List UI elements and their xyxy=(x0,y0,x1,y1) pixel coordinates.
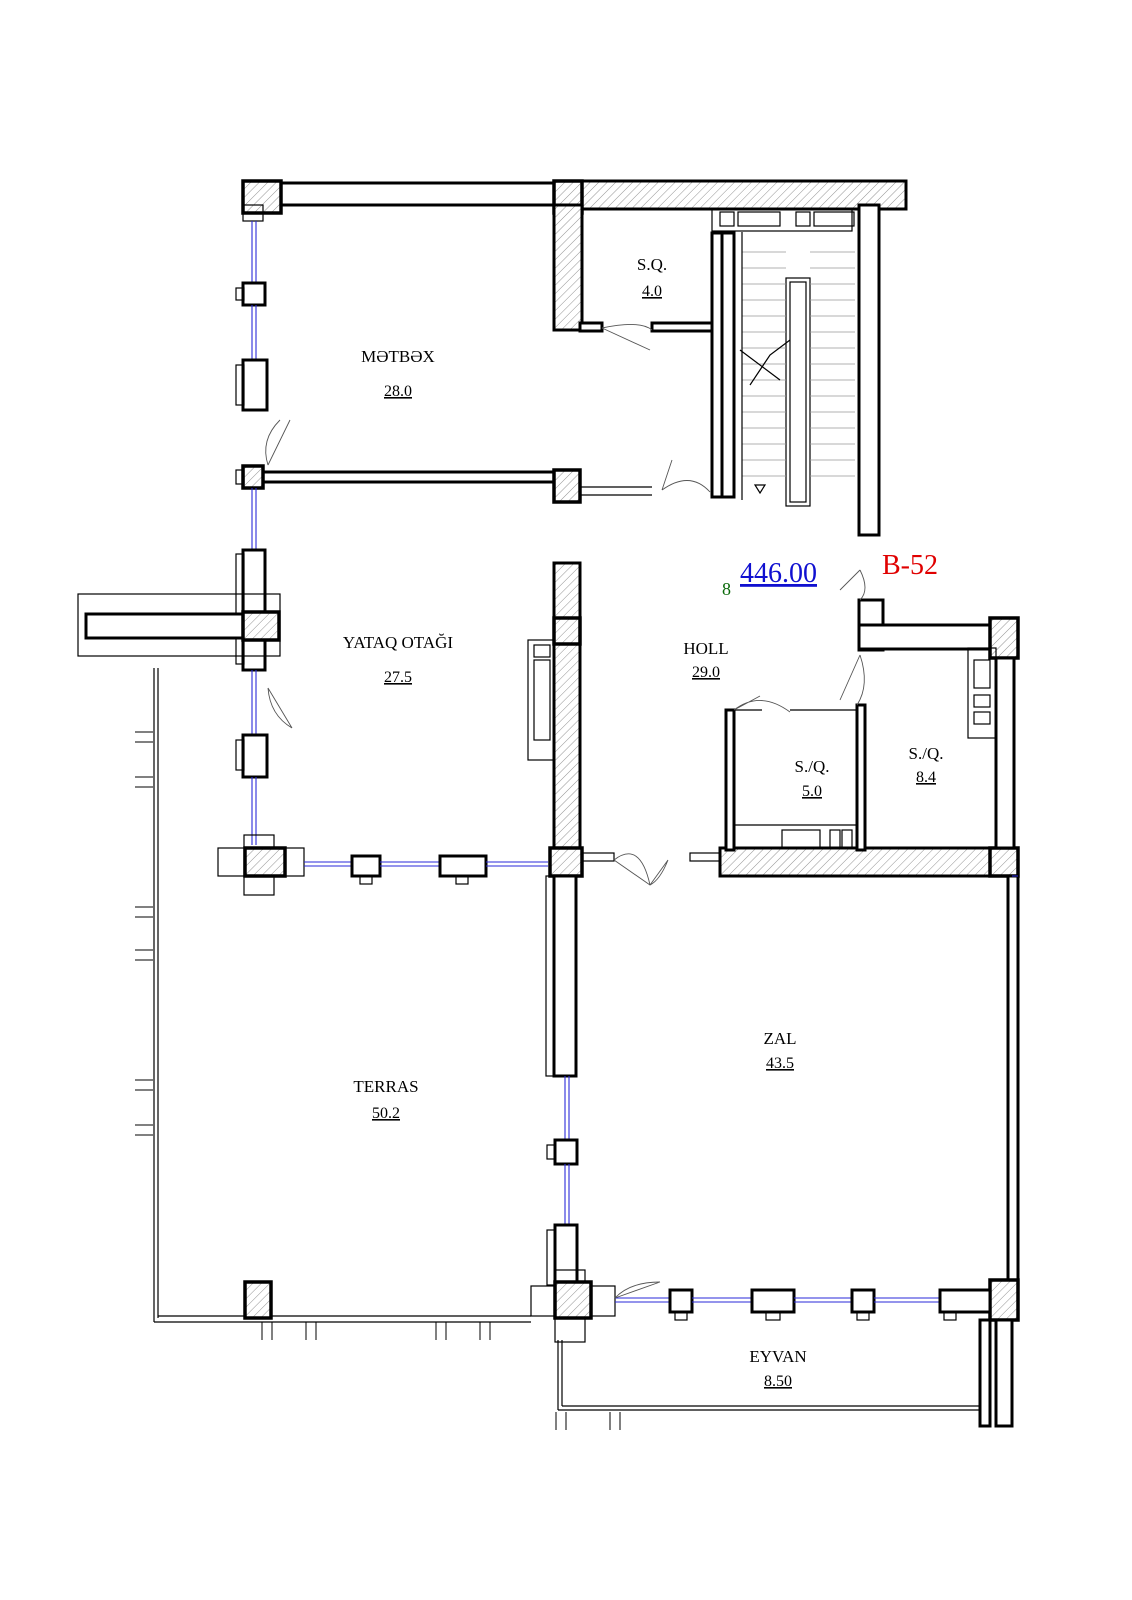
room-area-zal: 43.5 xyxy=(766,1055,794,1072)
room-area-bath-small: 5.0 xyxy=(802,783,822,800)
zal-right-wall xyxy=(978,874,1020,1428)
left-facade xyxy=(77,204,281,845)
room-label-bath-large: S./Q. xyxy=(909,744,944,763)
room-area-terrace: 50.2 xyxy=(372,1105,400,1122)
room-area-sq: 4.0 xyxy=(642,283,662,300)
room-area-balcony: 8.50 xyxy=(764,1373,792,1390)
room-area-bath-large: 8.4 xyxy=(916,769,936,786)
room-label-balcony: EYVAN xyxy=(749,1347,806,1366)
balcony-facade xyxy=(530,1269,992,1411)
door-swings xyxy=(265,324,866,1299)
room-label-kitchen: MƏTBƏX xyxy=(361,347,435,366)
room-label-sq: S.Q. xyxy=(637,255,667,274)
block-code: B-52 xyxy=(882,550,938,581)
elevation-mark: 446.00 xyxy=(740,558,817,589)
room-label-terrace: TERRAS xyxy=(353,1077,418,1096)
exterior-walls xyxy=(241,179,908,537)
room-area-holl: 29.0 xyxy=(692,664,720,681)
room-label-bedroom: YATAQ OTAĞI xyxy=(343,633,453,652)
room-area-kitchen: 28.0 xyxy=(384,383,412,400)
right-wing xyxy=(724,598,1020,852)
room-label-zal: ZAL xyxy=(763,1029,796,1048)
central-wall xyxy=(527,561,1020,1287)
bedroom-terrace-wall xyxy=(217,834,548,896)
room-label-bath-small: S./Q. xyxy=(795,757,830,776)
terrace-outline xyxy=(135,668,621,1430)
room-labels: MƏTBƏX 28.0 S.Q. 4.0 YATAQ OTAĞI 27.5 HO… xyxy=(343,255,944,1390)
floor-index: 8 xyxy=(722,579,731,599)
room-label-holl: HOLL xyxy=(683,639,728,658)
room-area-bedroom: 27.5 xyxy=(384,669,412,686)
staircase xyxy=(711,208,855,507)
